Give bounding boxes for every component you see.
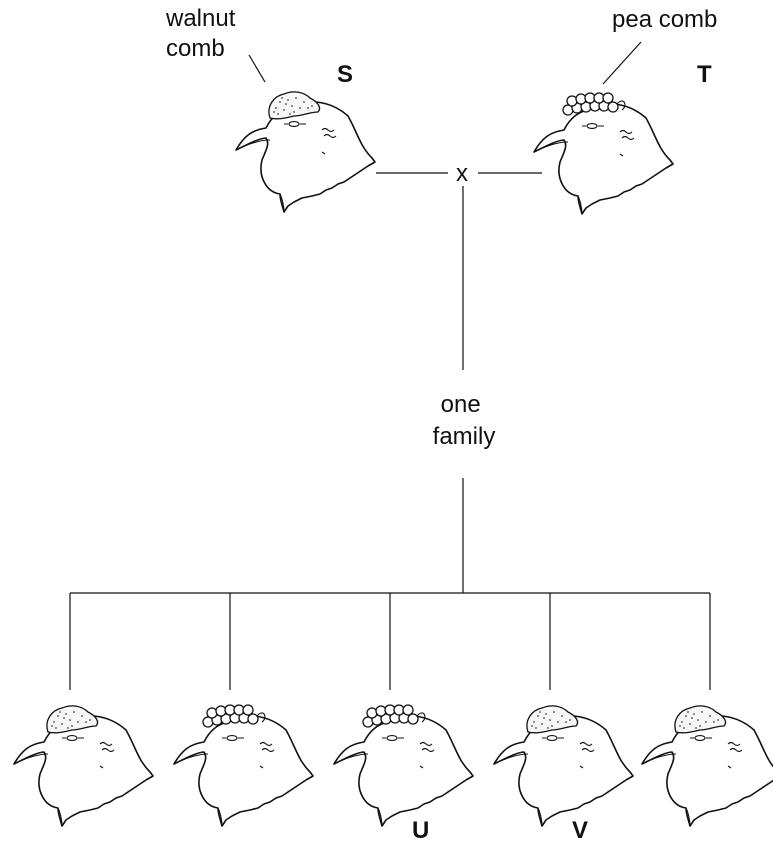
pea-annotation: pea comb (612, 6, 717, 33)
walnut-pointer-line (248, 54, 266, 83)
family-label: one family (433, 391, 496, 450)
walnut-annotation-line2: comb (166, 35, 225, 62)
walnut-annotation: walnut comb (165, 5, 242, 62)
offspring-label-v: V (572, 817, 588, 842)
parent-s-label: S (337, 61, 353, 88)
offspring-head-2 (173, 704, 314, 827)
offspring-head-3 (333, 704, 474, 827)
family-label-line2: family (433, 423, 496, 450)
offspring-label-u: U (412, 817, 429, 842)
parent-t-head (533, 92, 674, 215)
offspring-head-4 (493, 705, 634, 827)
offspring-head-1 (13, 705, 154, 827)
pea-pointer-line (602, 41, 642, 85)
family-label-line1: one (441, 391, 481, 418)
cross-symbol: x (456, 160, 468, 187)
walnut-annotation-line1: walnut (165, 5, 236, 32)
offspring-head-5 (641, 705, 773, 827)
parent-t-label: T (697, 61, 712, 88)
parent-s-head (235, 91, 376, 213)
